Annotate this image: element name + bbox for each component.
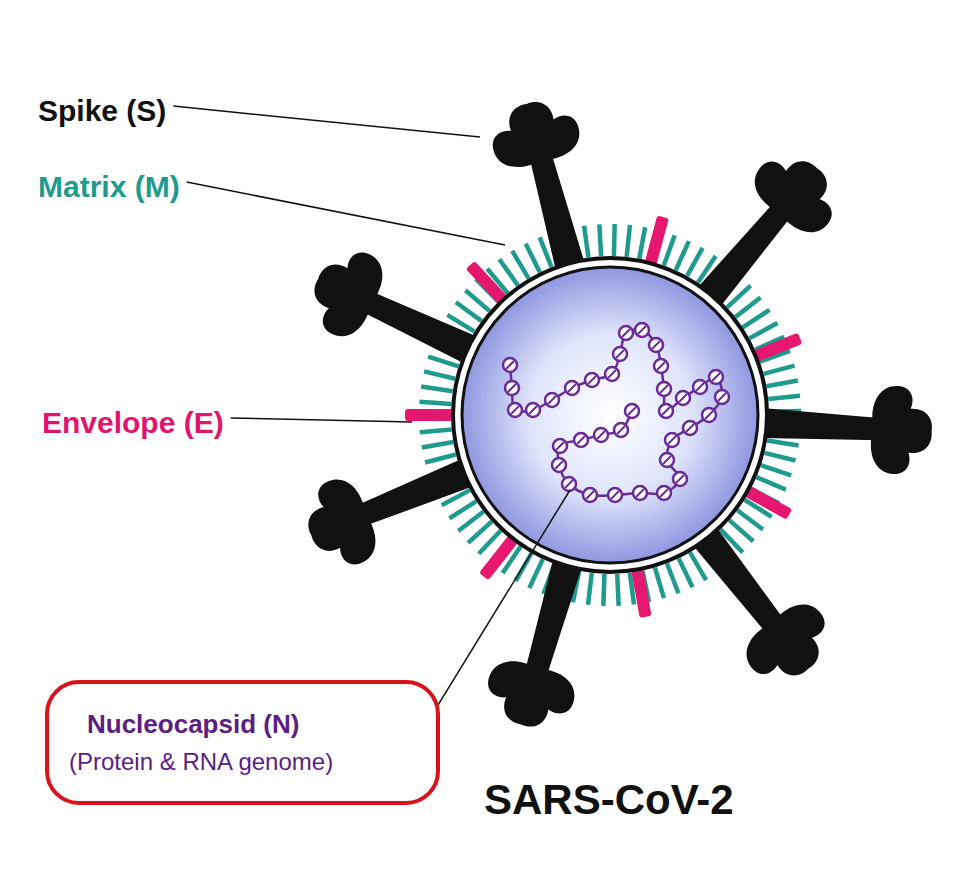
matrix-protein <box>735 297 760 317</box>
matrix-protein <box>421 386 453 391</box>
spike-proteins <box>295 92 934 737</box>
matrix-protein <box>588 573 592 605</box>
matrix-protein <box>743 310 770 328</box>
part-label: Matrix (M) <box>38 170 180 205</box>
leader-line <box>173 106 480 137</box>
matrix-protein <box>676 241 689 270</box>
matrix-protein <box>499 259 518 285</box>
part-label: Envelope (E) <box>42 406 224 441</box>
envelope-protein <box>753 333 802 362</box>
matrix-proteins <box>419 224 801 606</box>
matrix-protein <box>767 440 799 445</box>
matrix-protein <box>584 226 588 258</box>
envelope-protein <box>405 409 453 421</box>
matrix-protein <box>529 559 543 588</box>
matrix-protein <box>756 477 785 490</box>
matrix-protein <box>422 442 454 447</box>
matrix-protein <box>458 512 483 531</box>
matrix-protein <box>603 574 604 606</box>
matrix-protein <box>664 235 675 265</box>
matrix-protein <box>425 455 456 463</box>
matrix-protein <box>764 366 795 374</box>
matrix-protein <box>612 224 617 256</box>
matrix-protein <box>419 402 451 404</box>
node-subtext: (Protein & RNA genome) <box>69 748 416 777</box>
part-label: Spike (S) <box>38 94 166 129</box>
leader-line <box>428 490 570 721</box>
figure-title: SARS-CoV-2 <box>484 776 734 824</box>
matrix-protein <box>687 248 703 276</box>
envelope-protein <box>744 486 792 520</box>
matrix-protein <box>737 510 763 529</box>
matrix-protein <box>468 521 492 542</box>
matrix-protein <box>639 227 645 258</box>
spike-protein <box>757 379 934 476</box>
rna-genome <box>503 323 729 502</box>
matrix-protein <box>655 568 664 599</box>
matrix-protein <box>449 501 476 518</box>
matrix-protein <box>768 396 800 399</box>
matrix-protein <box>766 381 797 387</box>
matrix-protein <box>424 371 455 378</box>
matrix-protein <box>465 290 489 311</box>
envelope-protein <box>631 569 651 618</box>
matrix-protein <box>761 465 791 475</box>
matrix-protein <box>512 251 528 278</box>
viral-core <box>453 258 767 572</box>
leader-line <box>187 182 505 245</box>
matrix-protein <box>679 558 693 587</box>
envelope-protein <box>479 535 518 580</box>
spike-protein <box>484 92 614 281</box>
spike-protein <box>479 547 611 737</box>
matrix-protein <box>667 563 678 593</box>
envelope-protein <box>466 261 508 304</box>
matrix-protein <box>627 225 630 257</box>
matrix-protein <box>599 224 601 256</box>
matrix-protein <box>420 429 452 432</box>
matrix-protein <box>749 323 777 338</box>
leader-lines <box>173 106 570 721</box>
callout-box: Nucleocapsid (N) (Protein & RNA genome) <box>45 680 440 805</box>
node-heading: Nucleocapsid (N) <box>87 709 416 740</box>
envelope-protein <box>645 215 669 264</box>
matrix-protein <box>526 244 540 273</box>
matrix-protein <box>617 574 618 606</box>
matrix-protein <box>764 453 795 461</box>
matrix-protein <box>729 520 753 541</box>
matrix-protein <box>456 302 482 321</box>
leader-line <box>231 418 412 422</box>
